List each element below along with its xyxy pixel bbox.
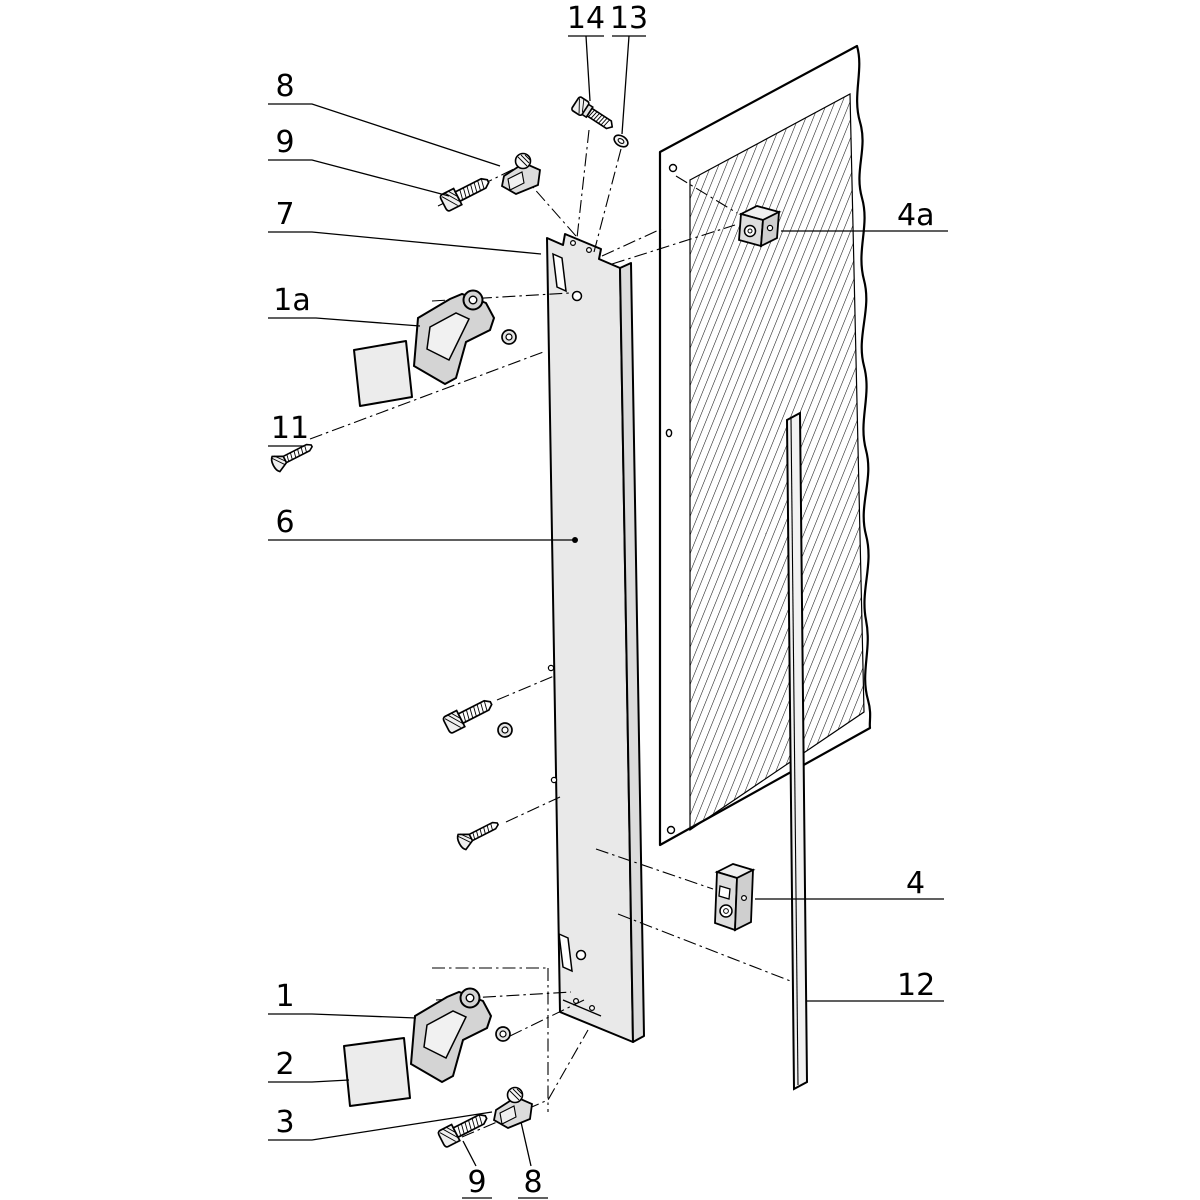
callout-labels: 14 13 8 9 7 1a 11 6 4a 4 12 1 2 3 9 8 — [271, 1, 935, 1200]
panel-tab-hole-4 — [588, 1004, 595, 1011]
latch-top-8 — [501, 152, 541, 195]
leader-1a — [268, 317, 421, 327]
leader-lines — [268, 35, 948, 1199]
panel-slot-top — [552, 252, 567, 293]
callout-8-top: 8 — [275, 69, 294, 104]
panel-hole-top — [571, 290, 583, 302]
stiffener-rail-12 — [785, 411, 809, 1091]
panel-tab-hole-1 — [569, 240, 576, 247]
callout-9-bottom: 9 — [467, 1165, 486, 1200]
leader-8-top — [268, 103, 501, 167]
handle-top-1a — [413, 289, 495, 385]
front-panel-6 — [546, 233, 645, 1043]
handle-bottom-1 — [410, 987, 492, 1083]
leader-9-bottom — [462, 1140, 492, 1199]
panel-hole-mid-2 — [550, 776, 558, 784]
callout-4a: 4a — [897, 198, 934, 233]
nut-bottom — [495, 1026, 511, 1042]
callout-13: 13 — [610, 1, 648, 36]
leader-3 — [268, 1111, 493, 1141]
leader-7 — [268, 231, 542, 255]
nut-mid — [497, 722, 513, 738]
callout-11: 11 — [271, 411, 309, 446]
leader-6-endpoint-dot — [572, 537, 578, 543]
panel-tab-hole-2 — [585, 247, 592, 254]
screw-mid-upper — [441, 694, 496, 735]
captive-block-4a — [738, 205, 782, 248]
panel-bottom-step — [562, 999, 602, 1017]
centerlines — [309, 129, 794, 1138]
callout-3: 3 — [275, 1105, 294, 1140]
callout-1: 1 — [275, 979, 294, 1014]
washer-13 — [613, 134, 629, 148]
callout-9-top: 9 — [275, 125, 294, 160]
pcb-board — [658, 44, 872, 847]
leader-1 — [268, 1013, 417, 1019]
callout-4: 4 — [906, 866, 925, 901]
pcb-hatching — [689, 93, 865, 832]
leader-9-top — [268, 159, 450, 197]
leader-8-bottom — [518, 1121, 548, 1199]
callout-14: 14 — [567, 1, 605, 36]
front-panel-face — [546, 233, 634, 1043]
panel-hole-mid-1 — [547, 664, 555, 672]
pcb-hole-top — [668, 163, 678, 173]
latch-bottom-3 — [493, 1086, 533, 1129]
captive-block-4 — [714, 863, 756, 932]
panel-hole-bottom — [575, 949, 587, 961]
insert-card-bottom-2 — [343, 1037, 411, 1107]
nut-top — [501, 329, 517, 345]
leader-14 — [568, 35, 604, 102]
callout-6: 6 — [275, 505, 294, 540]
collar-screw-14 — [570, 95, 618, 135]
callout-7: 7 — [275, 197, 294, 232]
screw-9-top — [438, 172, 493, 213]
leader-2 — [268, 1079, 350, 1083]
leader-13 — [612, 35, 646, 135]
callout-12: 12 — [897, 968, 935, 1003]
panel-slot-bottom — [558, 932, 573, 973]
front-panel-side-edge — [619, 262, 645, 1043]
callout-1a: 1a — [273, 283, 310, 318]
pcb-hole-bottom — [666, 825, 676, 835]
pcb-hole-middle — [665, 428, 673, 438]
screw-mid-lower — [454, 815, 503, 852]
callout-2: 2 — [275, 1047, 294, 1082]
insert-card-top — [353, 340, 413, 407]
callout-8-bottom: 8 — [523, 1165, 542, 1200]
